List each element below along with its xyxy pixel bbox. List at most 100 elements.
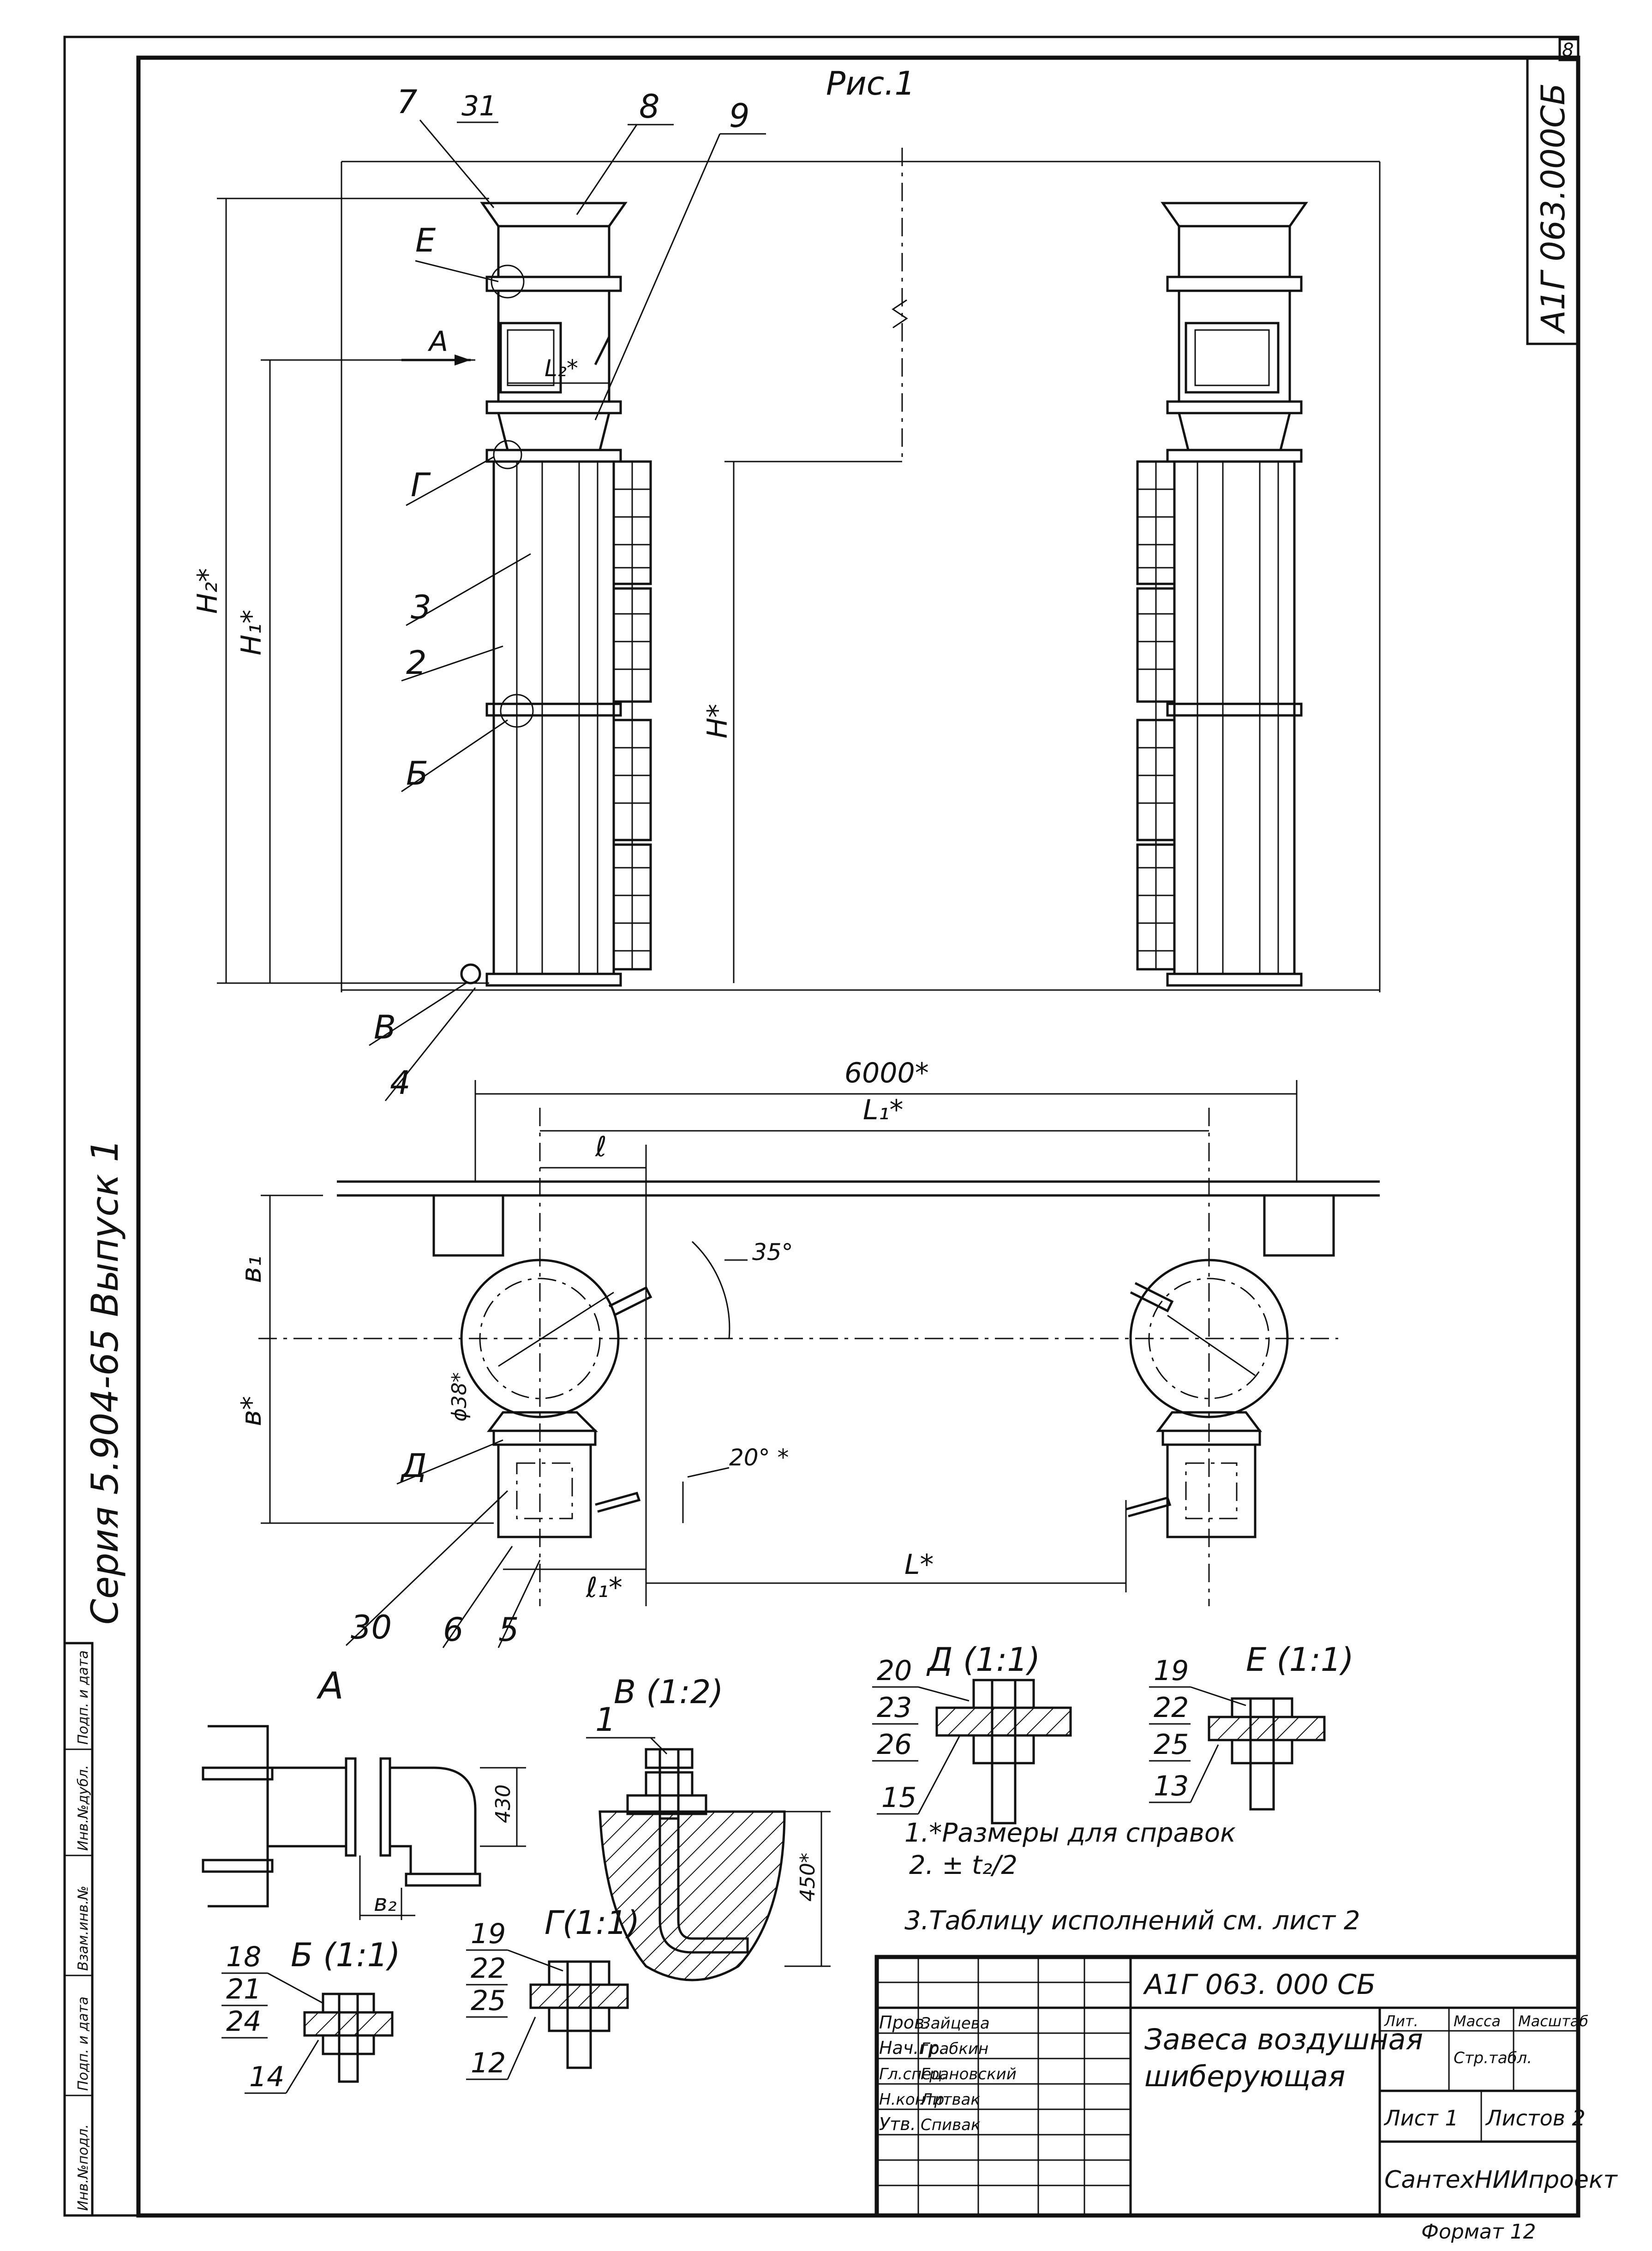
view-v-callout-1: 1 — [595, 1701, 616, 1739]
tb-organization: СантехНИИпроект — [1384, 2166, 1618, 2194]
tb-role-5: Утв. — [879, 2114, 916, 2134]
sheet-code-vertical: А1Г 063.000СБ — [1534, 83, 1572, 334]
callout-e: Е — [415, 222, 436, 259]
view-b-item-21: 21 — [226, 1973, 261, 2005]
elevation-view: H₂* H₁* А — [192, 83, 1381, 1102]
view-e-item-22: 22 — [1154, 1692, 1189, 1724]
view-g-title: Г(1:1) — [545, 1904, 640, 1942]
title-block: А1Г 063. 000 СБ Завеса воздушная шиберую… — [874, 1955, 1618, 2218]
left-unit-plan — [460, 1259, 652, 1538]
tb-scale: Стр.табл. — [1454, 2049, 1532, 2067]
stamp-inv-podl: Инв.№подл. — [75, 2124, 91, 2211]
view-d-item-20: 20 — [877, 1655, 912, 1687]
dim-b: в* — [235, 1396, 268, 1426]
view-d-item-26: 26 — [877, 1729, 912, 1761]
view-g-item-19: 19 — [471, 1918, 506, 1950]
detail-view-a: А 430 в₂ — [202, 1664, 526, 1920]
callout-8: 8 — [639, 88, 660, 126]
view-e-title: Е (1:1) — [1246, 1641, 1354, 1679]
tb-name-line2: шиберующая — [1144, 2059, 1345, 2093]
notes: 1.*Размеры для справок 2. ± t₂/2 3.Табли… — [904, 1818, 1360, 1936]
dim-angle-35: 35° — [752, 1239, 793, 1266]
code-box: 8 А1Г 063.000СБ — [1526, 38, 1580, 345]
dim-l2: L₂* — [545, 355, 578, 382]
inner-frame — [136, 55, 1580, 2218]
detail-view-e: Е (1:1) 19 22 25 13 — [1149, 1641, 1354, 1811]
stamp-vzam-inv: Взам.инв.№ — [75, 1885, 91, 1971]
view-d-item-23: 23 — [877, 1692, 912, 1724]
view-e-item-19: 19 — [1154, 1655, 1189, 1687]
plan-view: 6000* L₁* ℓ в₁ в* — [235, 1057, 1380, 1649]
view-b-title: Б (1:1) — [291, 1936, 401, 1974]
tb-name-1: Зайцева — [921, 2014, 990, 2033]
dim-6000: 6000* — [844, 1057, 929, 1089]
tb-header-scale: Масштаб — [1518, 2012, 1588, 2030]
tb-name-line1: Завеса воздушная — [1144, 2023, 1423, 2056]
callouts-top: 7 31 8 9 — [397, 83, 766, 420]
callout-5: 5 — [498, 1611, 519, 1649]
view-g-item-25: 25 — [471, 1985, 506, 2017]
view-g-item-22: 22 — [471, 1952, 506, 1985]
stamp-podp-date-1: Подп. и дата — [75, 1997, 91, 2091]
view-a-marker: А — [427, 325, 448, 358]
callout-7: 7 — [397, 83, 418, 121]
note-2: 2. ± t₂/2 — [909, 1850, 1018, 1880]
figure-title: Рис.1 — [826, 65, 915, 102]
tb-sheet: Лист 1 — [1383, 2106, 1458, 2131]
louver-stack-left — [612, 460, 652, 971]
view-e-item-25: 25 — [1154, 1729, 1189, 1761]
callout-9: 9 — [729, 97, 750, 135]
detail-view-d: Д (1:1) 20 23 26 15 — [872, 1641, 1072, 1825]
page-number: 8 — [1562, 40, 1574, 61]
note-3: 3.Таблицу исполнений см. лист 2 — [904, 1906, 1360, 1936]
view-d-title: Д (1:1) — [926, 1641, 1040, 1679]
tb-role-1: Пров. — [879, 2012, 930, 2033]
tb-role-4: Н.контр. — [879, 2090, 949, 2109]
view-a-title: А — [316, 1664, 344, 1707]
tb-role-3: Гл.спец. — [879, 2065, 947, 2083]
callout-30: 30 — [351, 1609, 392, 1646]
stamp-inv-dubl: Инв.№дубл. — [75, 1765, 91, 1851]
tb-header-mass: Масса — [1454, 2012, 1501, 2030]
tb-sheets: Листов 2 — [1485, 2106, 1586, 2131]
dim-h: H* — [701, 704, 734, 738]
detail-view-b: Б (1:1) 18 21 24 14 — [221, 1936, 401, 2094]
callouts-left: Е Г 3 2 Б В 4 — [369, 222, 531, 1102]
right-unit — [1136, 202, 1308, 987]
callout-31: 31 — [461, 90, 497, 122]
dim-b1: в₁ — [235, 1256, 268, 1283]
side-stamp: Инв.№подл. Подп. и дата Взам.инв.№ Инв.№… — [63, 1642, 94, 2217]
view-d-callout-15: 15 — [881, 1782, 916, 1814]
dim-L: L* — [904, 1549, 934, 1581]
view-a-dim-430: 430 — [491, 1784, 515, 1823]
view-e-callout-13: 13 — [1154, 1770, 1189, 1802]
view-b-callout-14: 14 — [249, 2061, 284, 2093]
tb-role-2: Нач.гр. — [879, 2038, 945, 2058]
format-label: Формат 12 — [1421, 2220, 1536, 2244]
dim-angle-20: 20° * — [729, 1444, 789, 1471]
callout-g: Г — [411, 466, 431, 504]
view-g-callout-12: 12 — [471, 2047, 506, 2079]
view-b-item-24: 24 — [226, 2005, 261, 2038]
tb-header-lit: Лит. — [1384, 2012, 1419, 2030]
dim-h1: H₁* — [235, 610, 268, 655]
stamp-podp-date-2: Подп. и дата — [75, 1651, 91, 1745]
view-v-title: В (1:2) — [614, 1673, 724, 1711]
tb-name-3: Грановский — [921, 2065, 1017, 2083]
series-label: Серия 5.904-65 Выпуск 1 — [84, 1139, 126, 1625]
dim-d38: ϕ38* — [448, 1372, 471, 1422]
detail-view-g: Г(1:1) 19 22 25 12 — [466, 1904, 640, 2080]
tb-designation: А1Г 063. 000 СБ — [1143, 1969, 1376, 2001]
tb-name-5: Спивак — [921, 2116, 981, 2134]
tb-name-4: Литвак — [920, 2090, 980, 2109]
view-b-item-18: 18 — [226, 1941, 261, 1973]
note-1: 1.*Размеры для справок — [904, 1818, 1236, 1848]
dim-l1: L₁* — [863, 1094, 903, 1126]
left-unit — [460, 202, 652, 987]
tb-name-2: Грабкин — [921, 2040, 988, 2058]
detail-view-v: В (1:2) 1 450* — [586, 1673, 831, 1981]
view-a-dim-b2: в₂ — [374, 1890, 397, 1916]
dim-h2: H₂* — [192, 568, 224, 614]
dim-l1-small: ℓ₁* — [586, 1572, 622, 1604]
